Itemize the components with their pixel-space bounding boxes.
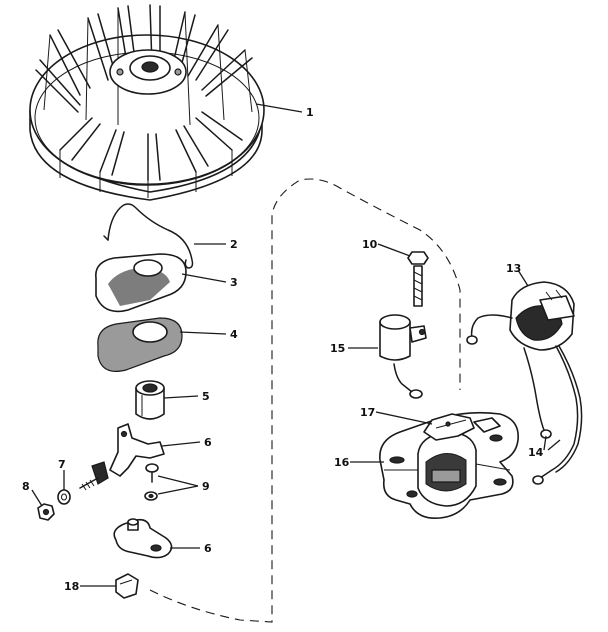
callout-2: 2: [230, 238, 238, 251]
mounting-screw: [407, 251, 429, 307]
contact-bracket: [109, 423, 165, 477]
callout-14: 14: [528, 446, 544, 459]
callout-13: 13: [506, 262, 521, 275]
callout-10: 10: [362, 238, 378, 251]
cover-plate: [95, 253, 187, 313]
callout-4: 4: [230, 328, 238, 341]
callout-18: 18: [64, 580, 79, 593]
callout-15: 15: [330, 342, 345, 355]
hex-nut: [37, 503, 55, 521]
callout-17: 17: [360, 406, 375, 419]
flywheel: [29, 4, 265, 201]
bushing: [135, 380, 165, 420]
callout-5: 5: [202, 390, 210, 403]
assembly-boundary: [149, 178, 461, 623]
stator-plate: [379, 411, 519, 520]
callout-16: 16: [334, 456, 350, 469]
leader-lines: [31, 103, 561, 587]
callout-labels: 1 2 3 4 5 6 7 8 9 6 18 10 13 14 15 17 16: [22, 106, 544, 593]
callout-7: 7: [58, 458, 66, 471]
screw-and-washer: [144, 463, 159, 501]
callout-6-lower: 6: [204, 542, 212, 555]
condenser: [379, 314, 427, 399]
callout-8: 8: [22, 480, 30, 493]
spring-clip: [107, 203, 194, 269]
callout-9: 9: [202, 480, 210, 493]
gasket: [97, 317, 183, 372]
callout-6-upper: 6: [204, 436, 212, 449]
breaker-arm: [113, 518, 173, 559]
small-clip: [115, 573, 139, 599]
terminal-block: [79, 461, 109, 491]
washer: [57, 489, 71, 505]
callout-3: 3: [230, 276, 238, 289]
contact-points: [423, 413, 501, 441]
callout-1: 1: [306, 106, 314, 119]
ignition-coil: [466, 281, 575, 439]
high-tension-lead: [539, 345, 579, 479]
